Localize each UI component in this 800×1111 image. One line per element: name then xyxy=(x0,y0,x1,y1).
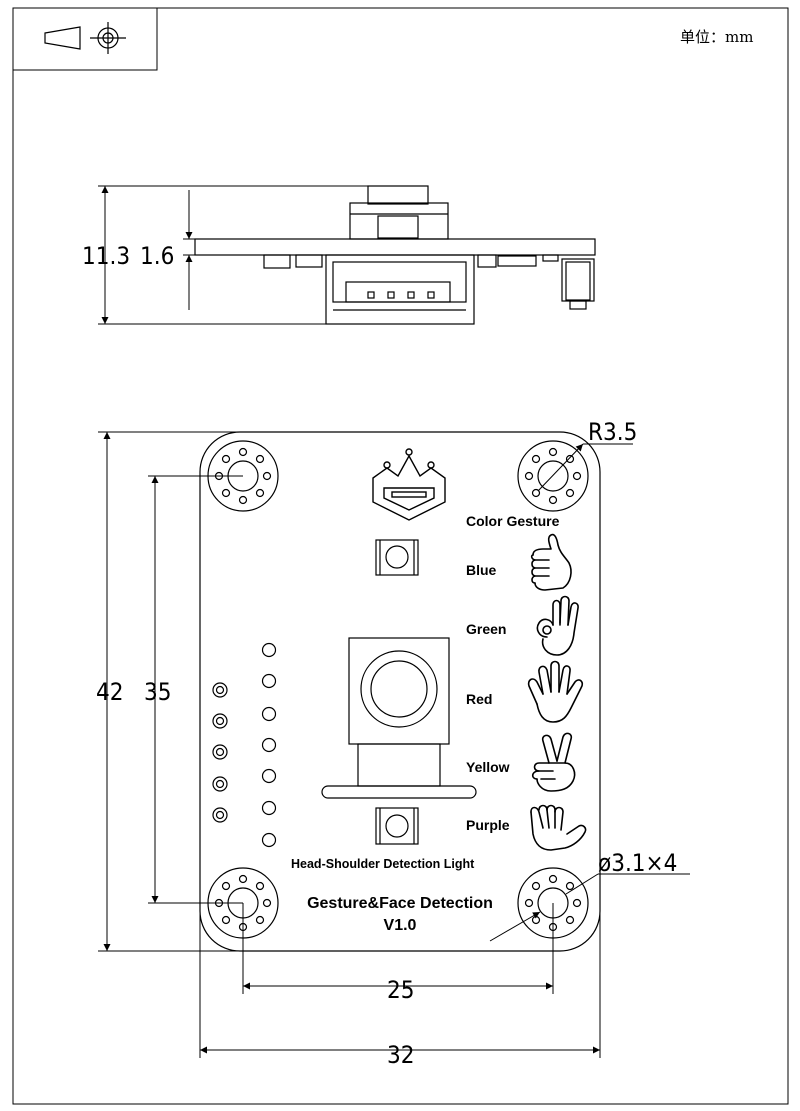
side-pcb xyxy=(194,238,596,256)
silk-gesture-green: Green xyxy=(466,621,506,637)
projection-symbol-box xyxy=(12,7,158,71)
dim-total-height: 11.3 xyxy=(82,242,130,270)
ok-sign-hand-icon xyxy=(536,595,579,656)
camera-module xyxy=(321,637,477,799)
wave-hand-icon xyxy=(530,804,587,851)
thumbs-up-hand-icon xyxy=(530,533,572,591)
dim-hole-callout: ø3.1×4 xyxy=(598,849,677,877)
top-button xyxy=(375,539,419,576)
dim-hole-spacing-vertical: 35 xyxy=(144,678,171,706)
dim-pcb-thickness: 1.6 xyxy=(140,242,174,270)
head-shoulder-leds xyxy=(261,642,277,848)
silk-color-gesture-header: Color Gesture xyxy=(466,513,560,529)
dim-board-width: 32 xyxy=(387,1041,414,1069)
dim-hole-spacing-horizontal: 25 xyxy=(387,976,414,1004)
silk-version: V1.0 xyxy=(384,917,417,934)
brand-logo-icon xyxy=(372,448,446,521)
silk-head-shoulder-label: Head-Shoulder Detection Light xyxy=(291,857,475,871)
silk-gesture-red: Red xyxy=(466,691,492,707)
projection-symbol-icon xyxy=(44,22,126,54)
unit-label: 单位：mm xyxy=(680,28,753,46)
top-dimensions xyxy=(98,431,690,1058)
open-palm-hand-icon xyxy=(527,660,584,723)
dim-corner-radius: R3.5 xyxy=(588,418,637,446)
dim-board-height: 42 xyxy=(96,678,123,706)
mounting-hole xyxy=(517,440,589,512)
victory-hand-icon xyxy=(531,732,576,792)
header-pads xyxy=(212,682,228,823)
silk-gesture-yellow: Yellow xyxy=(466,759,510,775)
top-view-board xyxy=(199,431,601,952)
silk-gesture-purple: Purple xyxy=(466,817,510,833)
silk-product-name: Gesture&Face Detection xyxy=(307,895,493,912)
silk-gesture-blue: Blue xyxy=(466,562,497,578)
bottom-sensor xyxy=(375,807,419,845)
side-view xyxy=(194,185,596,325)
drawing-border xyxy=(12,7,789,1105)
side-dimensions xyxy=(98,185,368,325)
